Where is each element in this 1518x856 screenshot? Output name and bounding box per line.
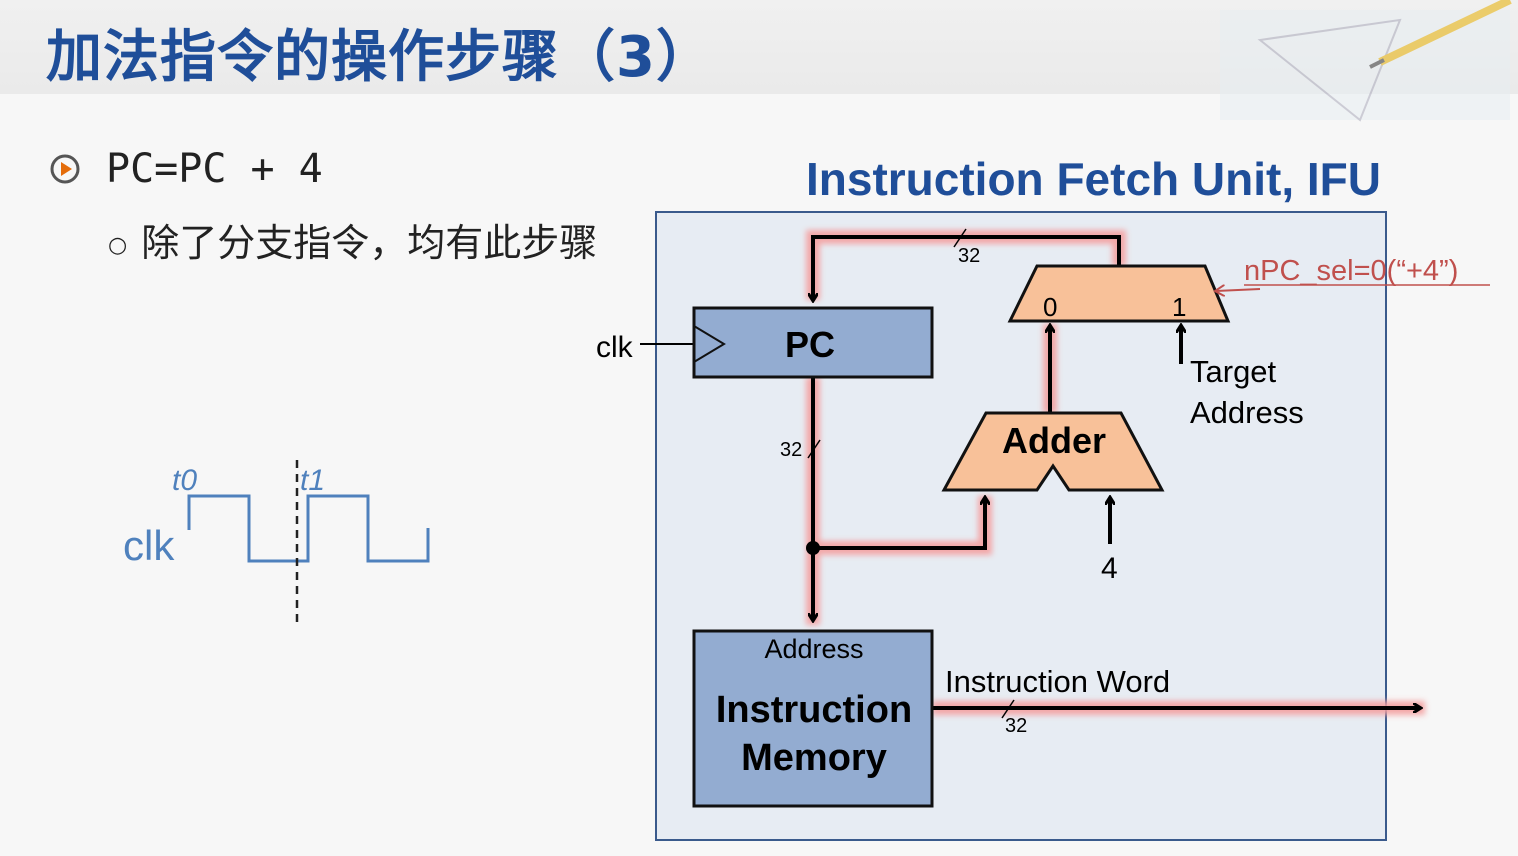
- decorative-drafting-illustration: [1220, 0, 1512, 122]
- bullet-main-text: PC=PC + 4: [106, 146, 323, 192]
- mux-input-1: 1: [1172, 292, 1186, 322]
- instruction-memory: [692, 629, 934, 808]
- adder-label: Adder: [1002, 420, 1106, 461]
- play-bullet-icon: [50, 154, 80, 184]
- next-pc-mux: [1007, 264, 1231, 323]
- clock-timing-diagram: clk t0 t1: [123, 460, 430, 628]
- clk-input-label: clk: [596, 331, 634, 364]
- sub-bullet-dot: ○: [108, 233, 128, 258]
- bullet-sub-label: 除了分支指令，均有此步骤: [141, 221, 598, 265]
- adder-unit: [941, 411, 1165, 492]
- bus-width-instr: 32: [1005, 715, 1027, 737]
- mux-to-pc-wire: [813, 235, 1121, 300]
- pc-register: [692, 306, 934, 379]
- bus-width-slashes: [807, 228, 1015, 719]
- target-address-line2: Address: [1190, 395, 1304, 430]
- datapath-wires: [640, 235, 1420, 708]
- npc-sel-pointer: [1216, 289, 1261, 291]
- npc-sel-label: nPC_sel=0(“+4”): [1244, 255, 1458, 287]
- imem-title-line2: Memory: [741, 737, 887, 779]
- bus-width-top: 32: [958, 245, 980, 267]
- wire-junction-dot: [806, 541, 820, 555]
- pc-label: PC: [785, 324, 835, 365]
- imem-address-label: Address: [764, 634, 863, 664]
- timing-t0-label: t0: [172, 464, 197, 497]
- mux-input-0: 0: [1043, 292, 1057, 322]
- bus-width-pc: 32: [780, 439, 802, 461]
- const-four-label: 4: [1101, 552, 1118, 585]
- imem-title-line1: Instruction: [716, 689, 912, 731]
- timing-clk-label: clk: [123, 522, 175, 569]
- page-title: 加法指令的操作步骤（3）: [46, 25, 713, 90]
- bullet-sub-text: ○ 除了分支指令，均有此步骤: [108, 212, 597, 267]
- timing-t1-label: t1: [300, 464, 325, 497]
- ifu-heading: Instruction Fetch Unit, IFU: [806, 153, 1381, 205]
- pc-to-adder-wire: [813, 498, 985, 550]
- target-address-line1: Target: [1190, 354, 1277, 389]
- clock-waveform: [187, 494, 430, 563]
- clk-triangle-icon: [693, 325, 726, 363]
- instruction-word-label: Instruction Word: [945, 664, 1170, 699]
